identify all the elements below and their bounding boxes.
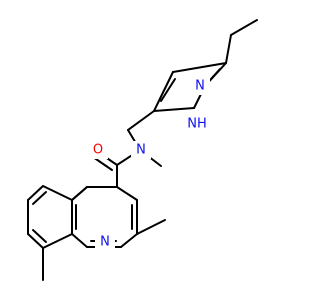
pyrazole-n-label: N — [195, 79, 205, 94]
pyrazole-nh-label: NH — [187, 117, 207, 132]
atom-labels: N NH O N N — [88, 78, 211, 251]
molecule-structure: N NH O N N — [27, 19, 258, 281]
quinoline-ring — [27, 185, 138, 249]
propyl-chain — [225, 19, 258, 64]
amide-n-label: N — [136, 143, 146, 158]
quinoline-n-label: N — [100, 235, 110, 250]
quinoline-methyls — [42, 219, 166, 281]
carbonyl-o-label: O — [93, 143, 103, 158]
